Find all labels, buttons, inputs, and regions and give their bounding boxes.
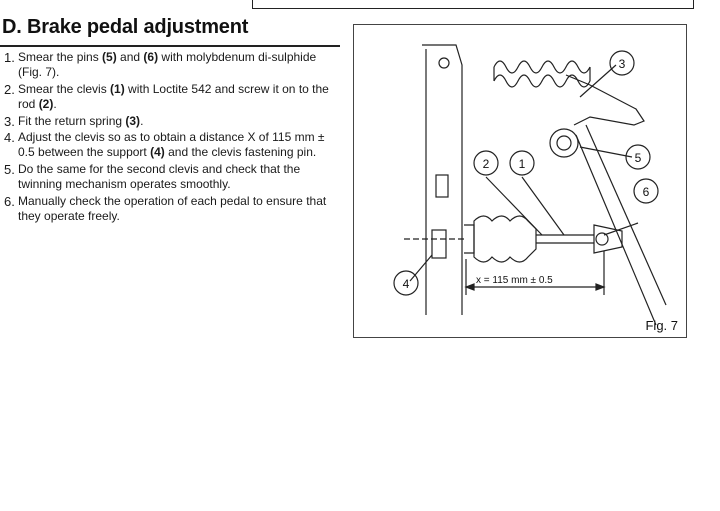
step-number: 6. (4, 193, 15, 209)
top-border-rule (252, 0, 694, 9)
callout-6: 6 (633, 178, 659, 204)
step-text: Do the same for the second clevis and ch… (18, 161, 301, 192)
heading-underline (0, 45, 340, 47)
instruction-step: 5. Do the same for the second clevis and… (4, 162, 338, 193)
svg-text:4: 4 (403, 277, 410, 291)
pivot-pin-inner (556, 135, 572, 151)
callout-5: 5 (625, 144, 651, 170)
svg-text:3: 3 (619, 57, 626, 71)
callout-1: 1 (509, 150, 535, 176)
part-ref: (5) (102, 50, 117, 64)
brake-linkage-diagram: x = 115 mm ± 0.5 1 2 3 4 5 6 (393, 44, 667, 326)
part-ref: (3) (125, 113, 141, 128)
step-text: and the clevis fastening pin. (164, 145, 317, 160)
callout-3: 3 (609, 50, 635, 76)
instruction-list: 1. Smear the pins (5) and (6) with molyb… (4, 50, 338, 225)
dimension-label: x = 115 mm ± 0.5 (476, 275, 553, 286)
threaded-rod (536, 234, 594, 244)
instruction-step: 4. Adjust the clevis so as to obtain a d… (4, 130, 338, 161)
step-text: . (140, 113, 144, 128)
step-text: Smear the pins (18, 50, 103, 64)
step-text: and (116, 50, 144, 64)
part-ref: (1) (110, 81, 125, 96)
figure-caption: Fig. 7 (645, 318, 678, 333)
step-text: Fit the return spring (18, 113, 126, 128)
svg-text:5: 5 (635, 151, 642, 165)
dimension-arrows (464, 283, 606, 291)
step-number: 5. (4, 161, 15, 177)
support-nut (431, 229, 447, 259)
figure-panel: x = 115 mm ± 0.5 1 2 3 4 5 6 Fig. 7 (353, 24, 687, 338)
pivot-pin-outer (549, 128, 579, 158)
callout-2: 2 (473, 150, 499, 176)
callout-4: 4 (393, 270, 419, 296)
step-text: Adjust the clevis so as to obtain a dist… (18, 130, 325, 160)
svg-text:1: 1 (519, 157, 526, 171)
svg-text:6: 6 (643, 185, 650, 199)
rod-mount (464, 224, 475, 254)
instruction-step: 2. Smear the clevis (1) with Loctite 542… (4, 82, 338, 113)
step-text: with Loctite 542 and screw it on to the … (18, 81, 329, 112)
part-ref: (4) (150, 145, 165, 160)
bracket-nut (435, 174, 449, 198)
support-plate-outline (422, 44, 463, 315)
instruction-step: 3. Fit the return spring (3). (4, 114, 338, 129)
section-heading: D. Brake pedal adjustment (2, 16, 249, 38)
clevis (593, 224, 623, 254)
instruction-step: 6. Manually check the operation of each … (4, 194, 338, 225)
step-text: . (53, 97, 57, 112)
step-text: Manually check the operation of each ped… (18, 193, 327, 224)
step-text: with molybdenum di-sulphide (Fig. 7). (18, 50, 317, 80)
dimension-extension-lines (465, 251, 605, 295)
pedal-arm-2 (585, 124, 667, 306)
callout-leaders (409, 64, 639, 282)
svg-text:2: 2 (483, 157, 490, 171)
return-spring (493, 60, 591, 88)
part-ref: (2) (38, 97, 54, 112)
rubber-boot (473, 215, 537, 263)
step-text: Smear the clevis (18, 81, 111, 96)
clevis-pin (595, 232, 609, 246)
pedal-lever (565, 74, 645, 126)
instruction-step: 1. Smear the pins (5) and (6) with molyb… (4, 50, 338, 81)
part-ref: (6) (143, 50, 159, 64)
step-number: 4. (4, 130, 15, 146)
step-number: 3. (4, 113, 15, 129)
step-number: 1. (4, 50, 15, 65)
step-number: 2. (4, 81, 15, 97)
plate-hole (438, 57, 450, 69)
